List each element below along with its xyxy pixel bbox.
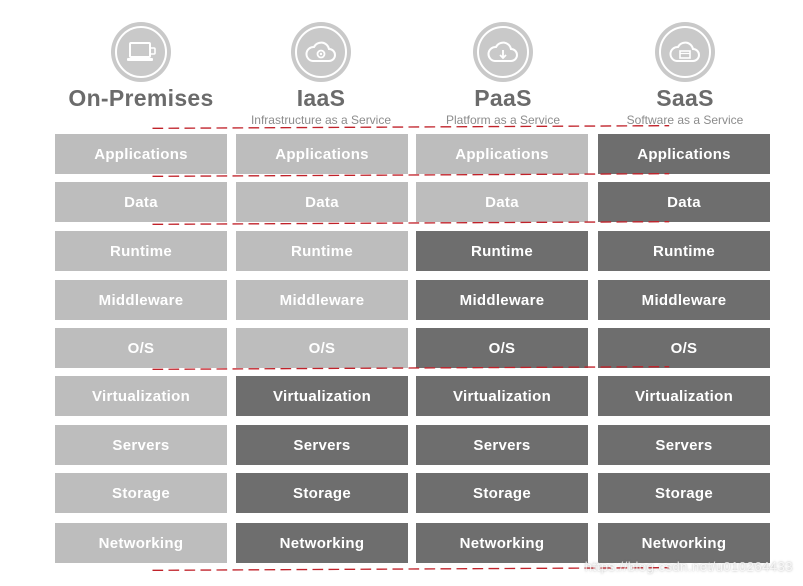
layer-cell-networking: Networking [598,523,770,563]
cloud-window-icon [655,22,715,82]
layer-cell-applications: Applications [416,134,588,174]
cloud-gear-icon [291,22,351,82]
laptop-icon [111,22,171,82]
layer-cell-applications: Applications [55,134,227,174]
watermark: https://blog.csdn.net/u010264433 [584,559,793,574]
layer-cell-servers: Servers [236,425,408,465]
column-header-on-premises: On-Premises [50,22,232,113]
cloud-download-icon [473,22,533,82]
layer-cell-middleware: Middleware [598,280,770,320]
layer-cell-o-s: O/S [55,328,227,368]
divider-line [152,221,670,225]
layer-cell-storage: Storage [55,473,227,513]
layer-cell-data: Data [236,182,408,222]
column-title: IaaS [296,85,346,111]
column-header-iaas: IaaS Infrastructure as a Service [230,22,412,127]
layer-cell-o-s: O/S [598,328,770,368]
column-subtitle: Infrastructure as a Service [250,113,392,127]
layer-cell-servers: Servers [55,425,227,465]
column-title: SaaS [656,85,714,111]
divider-line [152,567,670,571]
layer-cell-data: Data [55,182,227,222]
layer-cell-virtualization: Virtualization [55,376,227,416]
layer-cell-runtime: Runtime [236,231,408,271]
column-title: PaaS [474,85,532,111]
layer-cell-data: Data [416,182,588,222]
layer-cell-data: Data [598,182,770,222]
layer-cell-virtualization: Virtualization [598,376,770,416]
layer-cell-networking: Networking [236,523,408,563]
layer-cell-virtualization: Virtualization [236,376,408,416]
column-subtitle: Software as a Service [626,113,744,127]
layer-cell-middleware: Middleware [55,280,227,320]
layer-cell-applications: Applications [236,134,408,174]
layer-cell-runtime: Runtime [55,231,227,271]
column-header-paas: PaaS Platform as a Service [412,22,594,127]
layer-cell-o-s: O/S [416,328,588,368]
divider-line [152,366,670,370]
layer-cell-middleware: Middleware [236,280,408,320]
layer-cell-servers: Servers [416,425,588,465]
column-title: On-Premises [68,85,214,111]
layer-cell-applications: Applications [598,134,770,174]
divider-line [152,125,670,129]
layer-cell-networking: Networking [55,523,227,563]
layer-cell-networking: Networking [416,523,588,563]
divider-line [152,173,670,177]
layer-cell-virtualization: Virtualization [416,376,588,416]
column-subtitle: Platform as a Service [445,113,561,127]
layer-cell-middleware: Middleware [416,280,588,320]
layer-cell-runtime: Runtime [416,231,588,271]
layer-cell-storage: Storage [416,473,588,513]
layer-cell-storage: Storage [236,473,408,513]
layer-cell-o-s: O/S [236,328,408,368]
layer-cell-servers: Servers [598,425,770,465]
column-header-saas: SaaS Software as a Service [594,22,776,127]
layer-cell-storage: Storage [598,473,770,513]
layer-cell-runtime: Runtime [598,231,770,271]
